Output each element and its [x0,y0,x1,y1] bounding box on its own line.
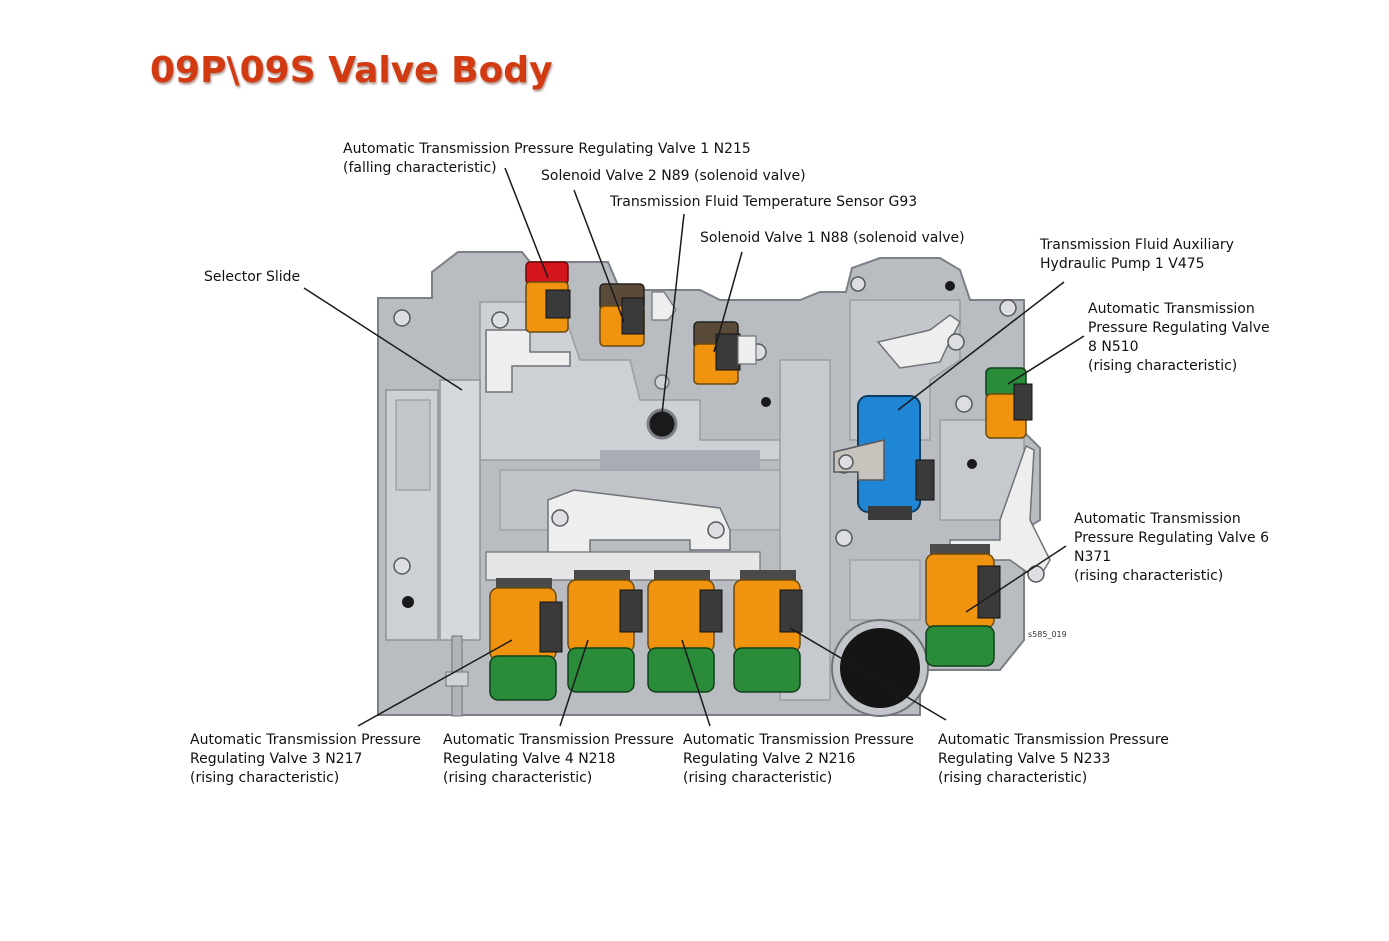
label-n218-line2: Regulating Valve 4 N218 [443,751,616,767]
label-n233: Automatic Transmission Pressure Regulati… [938,731,1169,788]
label-n371-line1: Automatic Transmission [1074,511,1241,527]
label-n216-line2: Regulating Valve 2 N216 [683,751,856,767]
label-n89-line1: Solenoid Valve 2 N89 (solenoid valve) [541,168,806,184]
label-selector-slide: Selector Slide [204,268,300,287]
n215-solenoid [525,261,571,333]
label-n510-line3: 8 N510 [1088,339,1139,355]
label-v475-line2: Hydraulic Pump 1 V475 [1040,256,1205,272]
label-n217: Automatic Transmission Pressure Regulati… [190,731,421,788]
label-n233-line1: Automatic Transmission Pressure [938,732,1169,748]
n89-solenoid [599,283,645,347]
label-n233-line2: Regulating Valve 5 N233 [938,751,1111,767]
leader-lines [303,167,1085,727]
label-n510: Automatic Transmission Pressure Regulati… [1088,300,1270,376]
label-n510-line1: Automatic Transmission [1088,301,1255,317]
label-v475-line1: Transmission Fluid Auxiliary [1040,237,1234,253]
label-n217-line3: (rising characteristic) [190,770,340,786]
label-n218-line1: Automatic Transmission Pressure [443,732,674,748]
page-title: 09P\09S Valve Body [150,50,553,91]
label-n216: Automatic Transmission Pressure Regulati… [683,731,914,788]
label-g93-line1: Transmission Fluid Temperature Sensor G9… [610,194,918,210]
label-n217-line1: Automatic Transmission Pressure [190,732,421,748]
n217-solenoid [489,578,563,701]
figure-code: s585_019 [1028,630,1067,639]
label-n371-line4: (rising characteristic) [1074,568,1224,584]
label-n510-line2: Pressure Regulating Valve [1088,320,1270,336]
label-n88: Solenoid Valve 1 N88 (solenoid valve) [700,229,965,248]
n233-solenoid [733,570,803,693]
label-n216-line3: (rising characteristic) [683,770,833,786]
label-n218: Automatic Transmission Pressure Regulati… [443,731,674,788]
n371-solenoid [925,544,1001,667]
label-v475: Transmission Fluid Auxiliary Hydraulic P… [1040,236,1234,274]
label-n217-line2: Regulating Valve 3 N217 [190,751,363,767]
label-n371-line2: Pressure Regulating Valve 6 [1074,530,1269,546]
label-n215-line1: Automatic Transmission Pressure Regulati… [343,141,751,157]
label-n510-line4: (rising characteristic) [1088,358,1238,374]
label-n371: Automatic Transmission Pressure Regulati… [1074,510,1269,586]
v475-pump [833,395,935,520]
label-n89: Solenoid Valve 2 N89 (solenoid valve) [541,167,806,186]
label-n233-line3: (rising characteristic) [938,770,1088,786]
label-n216-line1: Automatic Transmission Pressure [683,732,914,748]
label-n215-line2: (falling characteristic) [343,160,497,176]
label-n88-line1: Solenoid Valve 1 N88 (solenoid valve) [700,230,965,246]
n216-solenoid [647,570,723,693]
label-g93: Transmission Fluid Temperature Sensor G9… [610,193,917,212]
n510-solenoid [985,367,1033,439]
label-selector-line1: Selector Slide [204,269,301,285]
n218-solenoid [567,570,643,693]
label-n371-line3: N371 [1074,549,1112,565]
label-n215: Automatic Transmission Pressure Regulati… [343,140,751,178]
n88-solenoid [693,321,757,385]
label-n218-line3: (rising characteristic) [443,770,593,786]
